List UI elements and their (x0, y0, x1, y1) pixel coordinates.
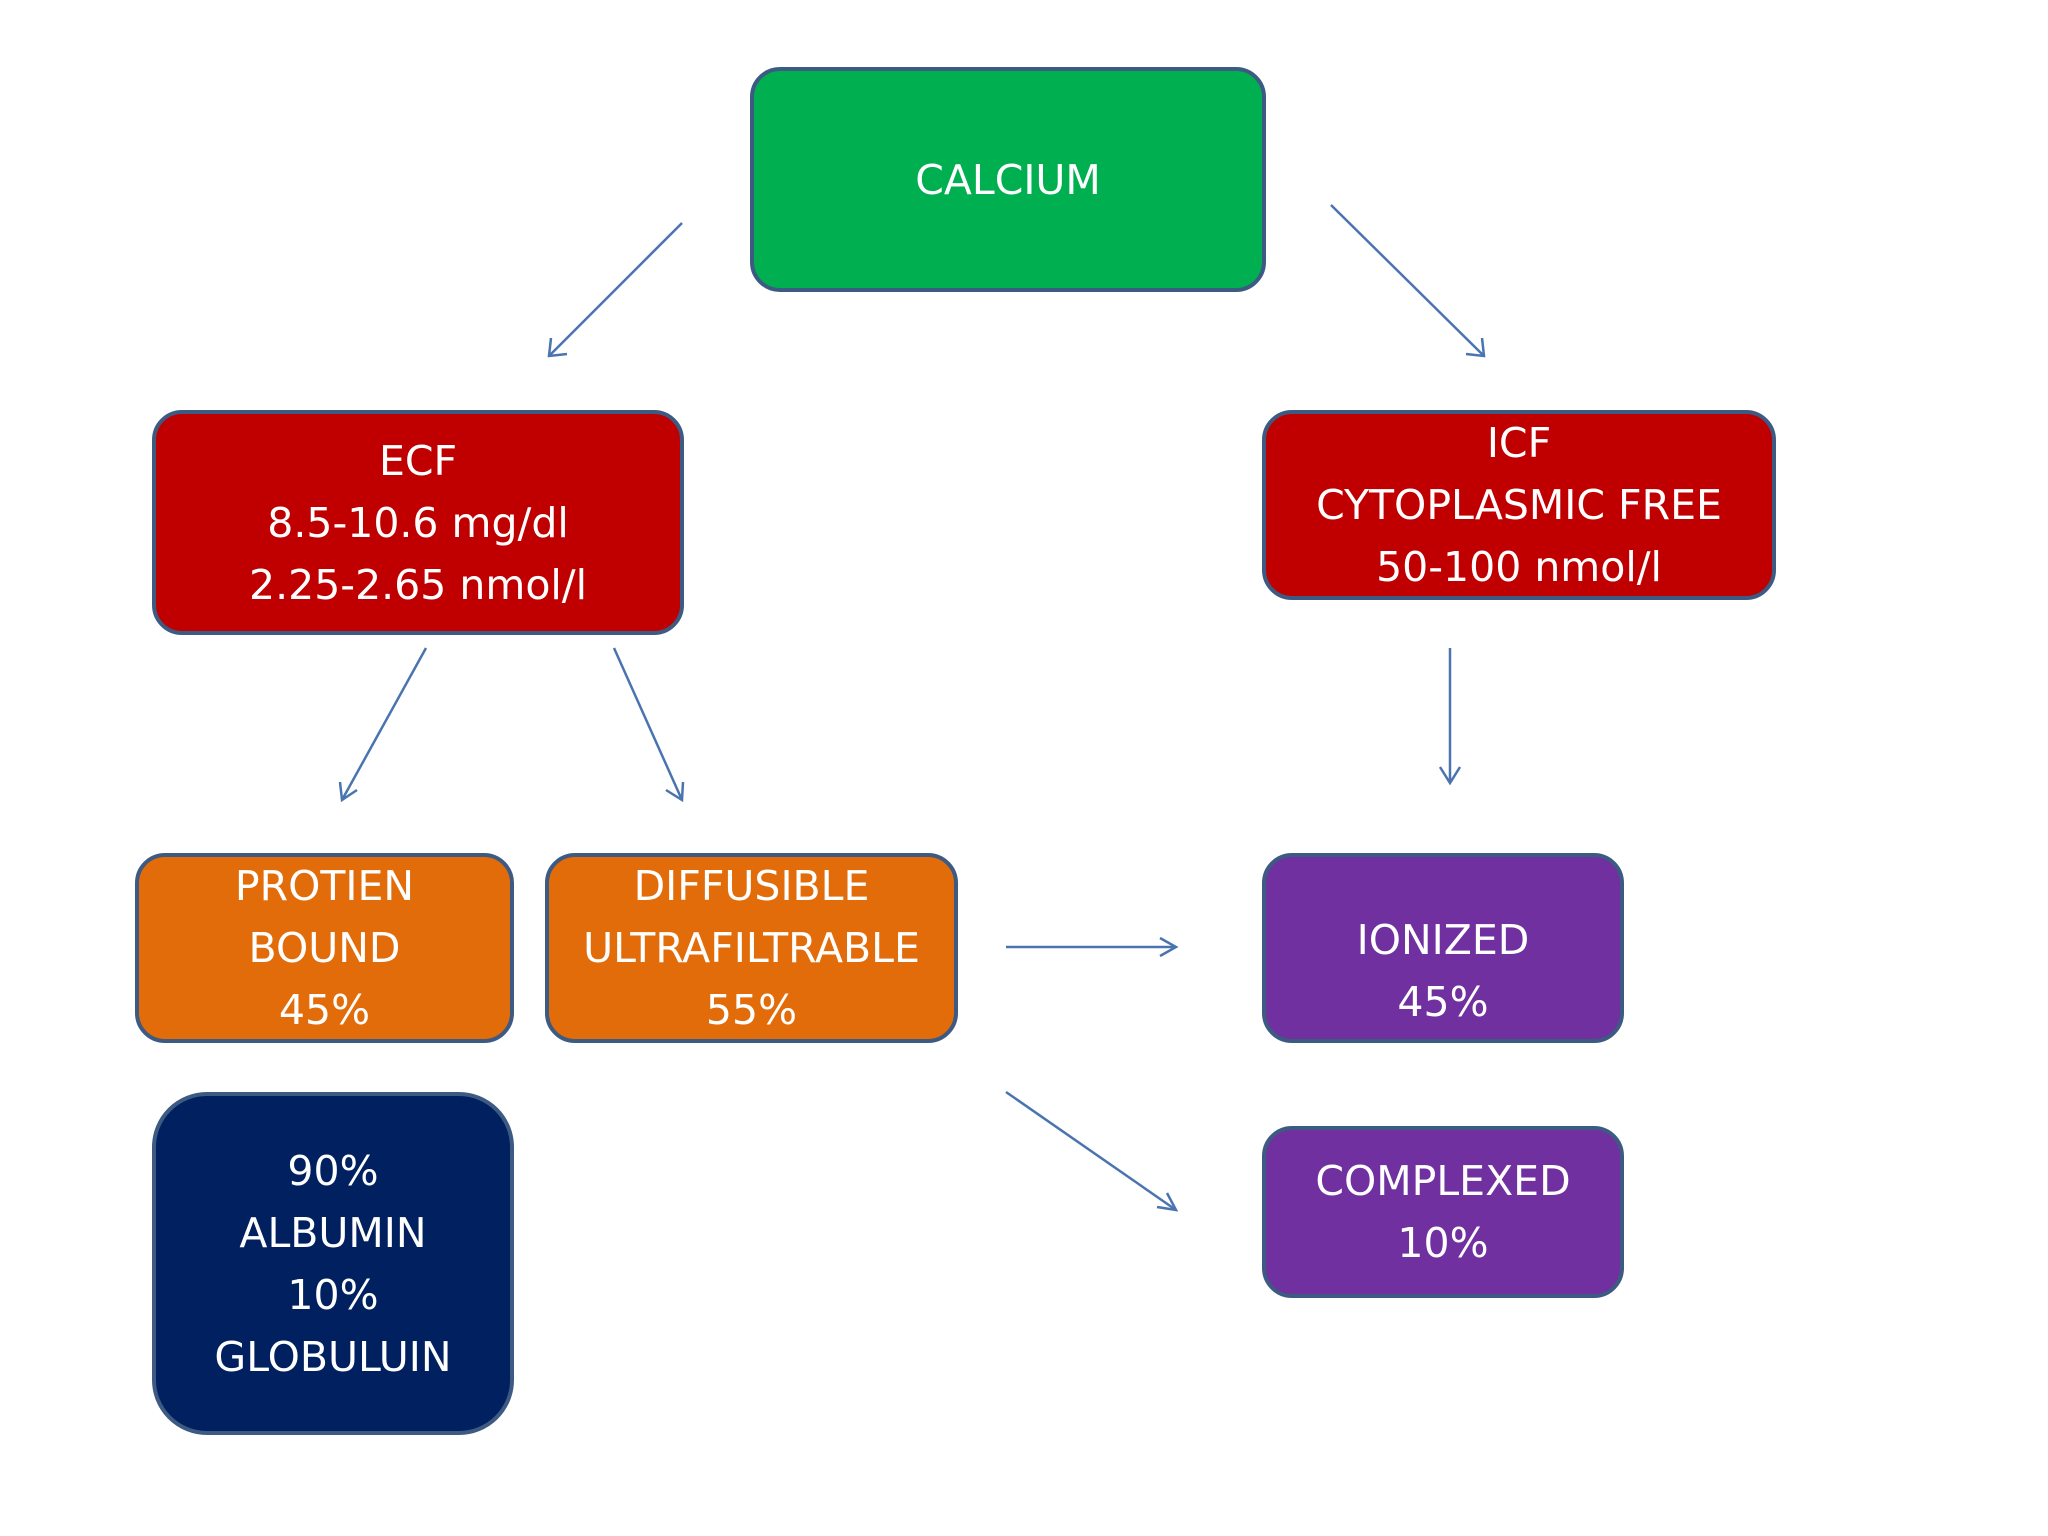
protein-bound-label-1: PROTIEN (234, 862, 415, 910)
icf-node: ICF CYTOPLASMIC FREE 50-100 nmol/l (1262, 410, 1776, 600)
calcium-node: CALCIUM (750, 67, 1266, 292)
ionized-node: IONIZED 45% (1262, 853, 1624, 1043)
arrow-calcium-to-icf (1330, 204, 1486, 358)
ecf-label: ECF (378, 436, 458, 485)
diffusible-node: DIFFUSIBLE ULTRAFILTRABLE 55% (545, 853, 958, 1043)
diffusible-label-2: ULTRAFILTRABLE (583, 924, 920, 972)
arrow-ecf-to-protein (338, 647, 428, 803)
globulin-percent: 10% (287, 1270, 379, 1319)
icf-subtitle: CYTOPLASMIC FREE (1316, 481, 1722, 529)
diffusible-label-1: DIFFUSIBLE (633, 862, 870, 910)
diffusible-percent: 55% (705, 986, 798, 1034)
ionized-percent: 45% (1397, 978, 1489, 1026)
ecf-range-mgdl: 8.5-10.6 mg/dl (267, 498, 569, 547)
protein-bound-node: PROTIEN BOUND 45% (135, 853, 514, 1043)
protein-bound-percent: 45% (278, 986, 371, 1034)
albumin-globulin-node: 90% ALBUMIN 10% GLOBULUIN (152, 1092, 514, 1435)
ecf-range-nmol: 2.25-2.65 nmol/l (248, 560, 587, 609)
calcium-label: CALCIUM (915, 155, 1101, 204)
complexed-percent: 10% (1397, 1219, 1489, 1267)
arrow-diffusible-to-ionized (1006, 936, 1179, 958)
globulin-label: GLOBULUIN (214, 1332, 452, 1381)
arrow-calcium-to-ecf (547, 222, 683, 358)
arrow-ecf-to-diffusible (612, 647, 685, 803)
albumin-label: ALBUMIN (239, 1208, 427, 1257)
albumin-percent: 90% (287, 1146, 379, 1195)
protein-bound-label-2: BOUND (248, 924, 401, 972)
complexed-node: COMPLEXED 10% (1262, 1126, 1624, 1298)
ecf-node: ECF 8.5-10.6 mg/dl 2.25-2.65 nmol/l (152, 410, 684, 635)
arrow-diffusible-to-complexed (1005, 1090, 1179, 1212)
icf-range: 50-100 nmol/l (1376, 543, 1662, 591)
ionized-label: IONIZED (1356, 916, 1530, 964)
arrow-icf-to-ionized (1438, 648, 1462, 786)
complexed-label: COMPLEXED (1315, 1157, 1571, 1205)
icf-label: ICF (1486, 419, 1552, 467)
